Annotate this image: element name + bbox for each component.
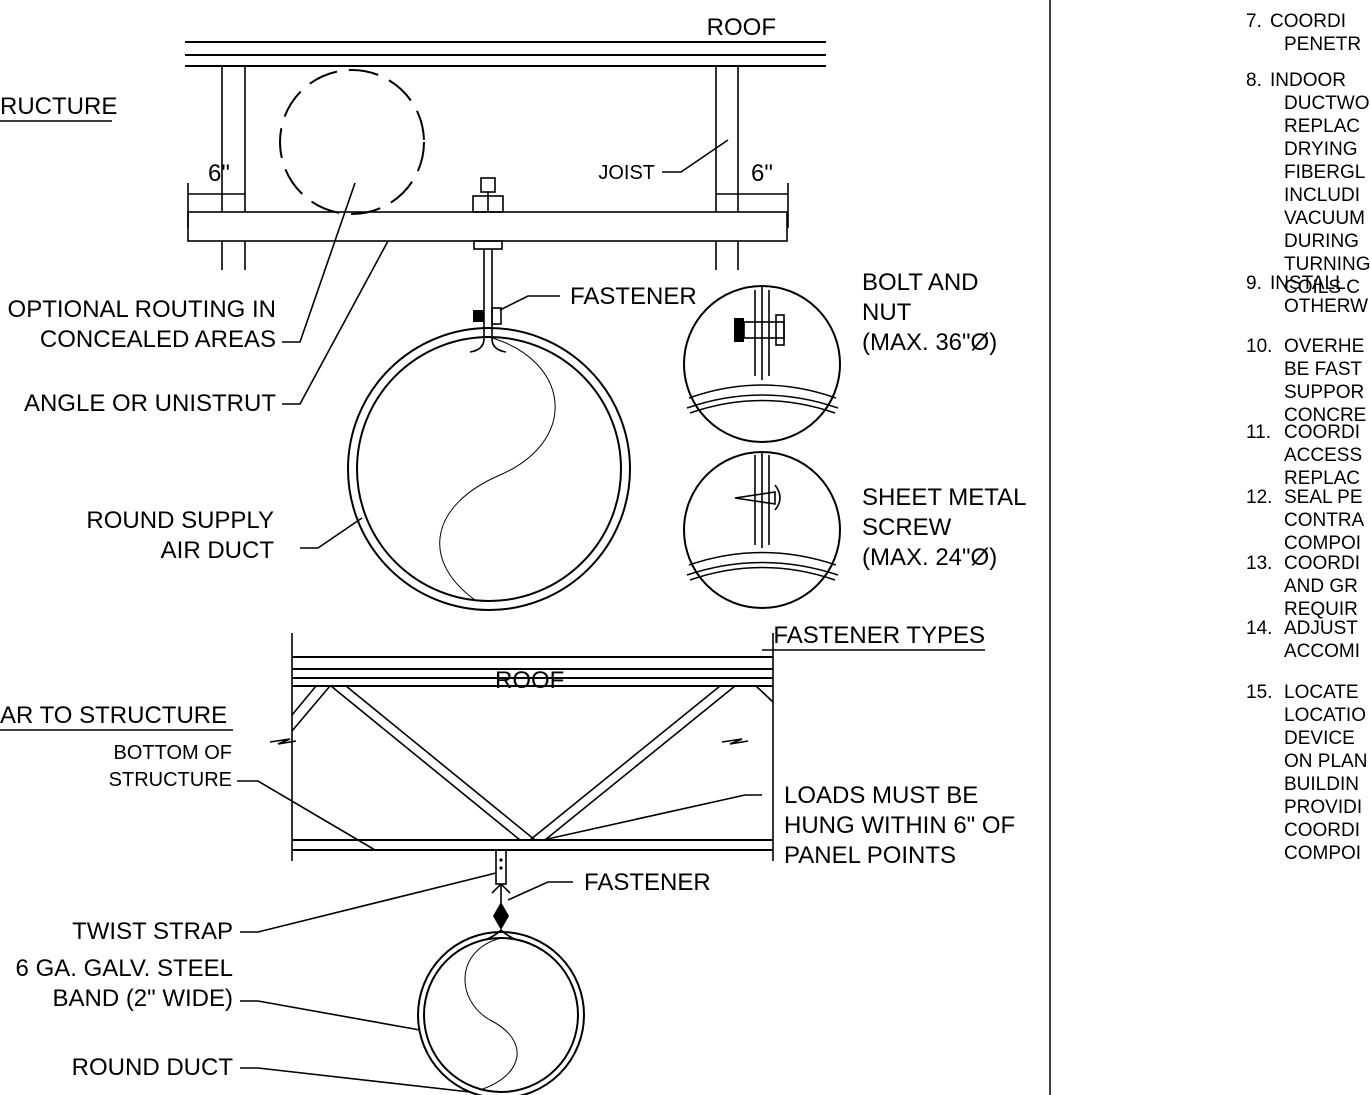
note-line: INCLUDI bbox=[1284, 185, 1360, 206]
bottom-structure-label-1: BOTTOM OF bbox=[113, 742, 232, 764]
loads-label-1: LOADS MUST BE bbox=[784, 782, 978, 809]
note-line: COORDI bbox=[1284, 820, 1360, 841]
bottom-detail-truss bbox=[269, 633, 774, 861]
note-line: OTHERW bbox=[1284, 296, 1368, 317]
note-number: 7. bbox=[1246, 11, 1262, 32]
fastener-types-title: FASTENER TYPES bbox=[773, 622, 985, 649]
optional-routing-label-1: OPTIONAL ROUTING IN bbox=[8, 296, 276, 323]
note-line: SUPPOR bbox=[1284, 382, 1364, 403]
note-line: REPLAC bbox=[1284, 468, 1360, 489]
roof-label-top: ROOF bbox=[707, 14, 776, 41]
loads-label-3: PANEL POINTS bbox=[784, 842, 956, 869]
note-line: COORDI bbox=[1284, 422, 1360, 443]
round-duct-bottom bbox=[417, 931, 585, 1095]
band-label-1: 6 GA. GALV. STEEL bbox=[16, 955, 233, 982]
sheet-metal-screw-detail bbox=[683, 451, 841, 609]
fastener-label-top: FASTENER bbox=[570, 283, 697, 310]
dimension-right: 6" bbox=[751, 160, 773, 187]
note-line: COORDI bbox=[1270, 11, 1346, 32]
note-line: DUCTWO bbox=[1284, 93, 1369, 114]
note-line: TURNING bbox=[1284, 254, 1370, 275]
note-line: AND GR bbox=[1284, 576, 1358, 597]
top-detail-structure bbox=[185, 41, 826, 270]
screw-label-2: SCREW bbox=[862, 514, 952, 541]
note-line: COORDI bbox=[1284, 553, 1360, 574]
structure-title: RUCTURE bbox=[0, 93, 117, 120]
note-line: COMPOI bbox=[1284, 533, 1361, 554]
twist-strap-label: TWIST STRAP bbox=[72, 918, 233, 945]
note-line: LOCATIO bbox=[1284, 705, 1366, 726]
note-line: OVERHE bbox=[1284, 336, 1364, 357]
note-number: 13. bbox=[1246, 553, 1272, 574]
note-line: LOCATE bbox=[1284, 682, 1359, 703]
note-line: VACUUM bbox=[1284, 208, 1365, 229]
roof-label-bottom: ROOF bbox=[495, 667, 564, 694]
note-line: ACCESS bbox=[1284, 445, 1362, 466]
note-number: 8. bbox=[1246, 70, 1262, 91]
note-line: ON PLAN bbox=[1284, 751, 1367, 772]
duct-label-1: ROUND SUPPLY bbox=[86, 507, 274, 534]
note-number: 12. bbox=[1246, 487, 1272, 508]
general-notes: 7.COORDIPENETR8.INDOORDUCTWOREPLACDRYING… bbox=[1246, 11, 1370, 864]
angle-unistrut-label: ANGLE OR UNISTRUT bbox=[24, 390, 276, 417]
note-line: CONTRA bbox=[1284, 510, 1365, 531]
note-line: SEAL PE bbox=[1284, 487, 1363, 508]
round-supply-duct bbox=[347, 327, 631, 611]
bolt-label-3: (MAX. 36"Ø) bbox=[862, 329, 997, 356]
bolt-label-1: BOLT AND bbox=[862, 269, 978, 296]
bolt-and-nut-detail bbox=[683, 285, 841, 443]
note-number: 14. bbox=[1246, 618, 1272, 639]
note-line: DEVICE bbox=[1284, 728, 1355, 749]
note-line: DRYING bbox=[1284, 139, 1358, 160]
dimension-left: 6" bbox=[208, 160, 230, 187]
note-line: BUILDIN bbox=[1284, 774, 1359, 795]
bottom-detail-title: AR TO STRUCTURE bbox=[0, 702, 227, 729]
note-line: REQUIR bbox=[1284, 599, 1358, 620]
duct-label-2: AIR DUCT bbox=[161, 537, 275, 564]
joist-label: JOIST bbox=[598, 162, 655, 184]
top-hanger-assembly bbox=[469, 177, 560, 353]
screw-label-1: SHEET METAL bbox=[862, 484, 1026, 511]
note-line: ADJUST bbox=[1284, 618, 1358, 639]
note-line: DURING bbox=[1284, 231, 1359, 252]
note-number: 10. bbox=[1246, 336, 1272, 357]
note-line: PENETR bbox=[1284, 34, 1361, 55]
bolt-label-2: NUT bbox=[862, 299, 912, 326]
note-line: CONCRE bbox=[1284, 405, 1366, 426]
bottom-structure-label-2: STRUCTURE bbox=[109, 769, 232, 791]
note-line: PROVIDI bbox=[1284, 797, 1362, 818]
optional-routing-label-2: CONCEALED AREAS bbox=[40, 326, 276, 353]
note-line: ACCOMI bbox=[1284, 641, 1360, 662]
optional-duct-circle bbox=[279, 69, 425, 215]
twist-strap-hanger bbox=[484, 849, 518, 941]
note-line: BE FAST bbox=[1284, 359, 1363, 380]
note-line: FIBERGL bbox=[1284, 162, 1365, 183]
note-number: 9. bbox=[1246, 273, 1262, 294]
note-number: 15. bbox=[1246, 682, 1272, 703]
note-line: COILS C bbox=[1284, 277, 1360, 298]
band-label-2: BAND (2" WIDE) bbox=[52, 985, 233, 1012]
loads-label-2: HUNG WITHIN 6" OF bbox=[784, 812, 1015, 839]
note-number: 11. bbox=[1246, 422, 1271, 443]
note-line: REPLAC bbox=[1284, 116, 1360, 137]
note-line: INSTALL bbox=[1270, 273, 1346, 294]
round-duct-label: ROUND DUCT bbox=[72, 1054, 234, 1081]
note-line: COMPOI bbox=[1284, 843, 1361, 864]
fastener-label-bottom: FASTENER bbox=[584, 869, 711, 896]
screw-label-3: (MAX. 24"Ø) bbox=[862, 544, 997, 571]
note-line: INDOOR bbox=[1270, 70, 1346, 91]
